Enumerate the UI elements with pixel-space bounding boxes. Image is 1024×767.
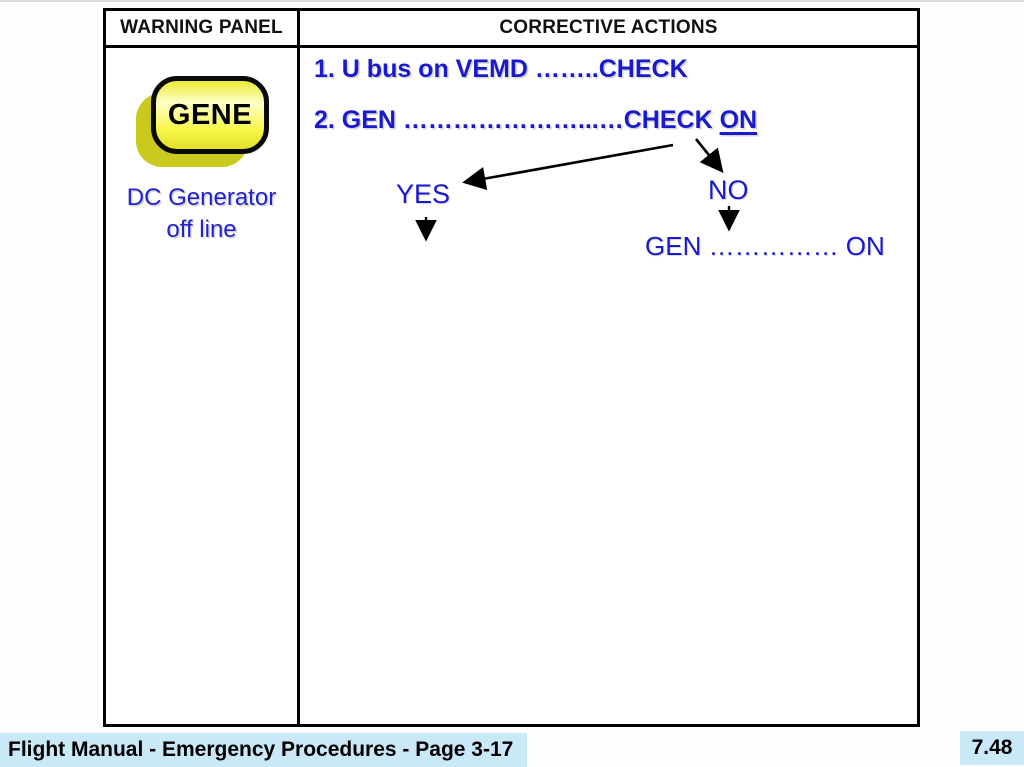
warning-description-line2: off line [166,216,237,243]
no-branch-action: GEN …………… ON [645,231,885,261]
gene-warning-lamp: GENE [136,76,272,172]
table-header-row: WARNING PANEL CORRECTIVE ACTIONS [106,11,917,48]
action-step-2-text: 2. GEN …………………...…CHECK [314,106,720,134]
warning-panel-header: WARNING PANEL [106,11,300,45]
action-step-2-on-emphasis: ON [719,106,758,134]
page-top-edge [0,0,1024,2]
action-step-1: 1. U bus on VEMD ……..CHECK [314,55,688,83]
corrective-actions-cell: 1. U bus on VEMD ……..CHECK 2. GEN ………………… [300,48,917,724]
footer-page-number: 7.48 [960,731,1024,765]
yes-branch-label: YES [396,179,451,209]
footer-caption: Flight Manual - Emergency Procedures - P… [0,733,528,767]
emergency-procedure-table: WARNING PANEL CORRECTIVE ACTIONS GENE DC… [103,8,920,727]
action-step-2: 2. GEN …………………...…CHECK ON [314,106,757,135]
table-body-row: GENE DC Generator off line 1. U bus on V… [106,48,917,724]
warning-description-line1: DC Generator [126,184,277,211]
no-branch-label: NO [708,175,749,205]
corrective-actions-header: CORRECTIVE ACTIONS [499,17,718,38]
warning-panel-cell: GENE DC Generator off line [106,48,300,724]
warning-description: DC Generator off line [106,182,297,246]
gene-lamp-label: GENE [151,76,269,154]
